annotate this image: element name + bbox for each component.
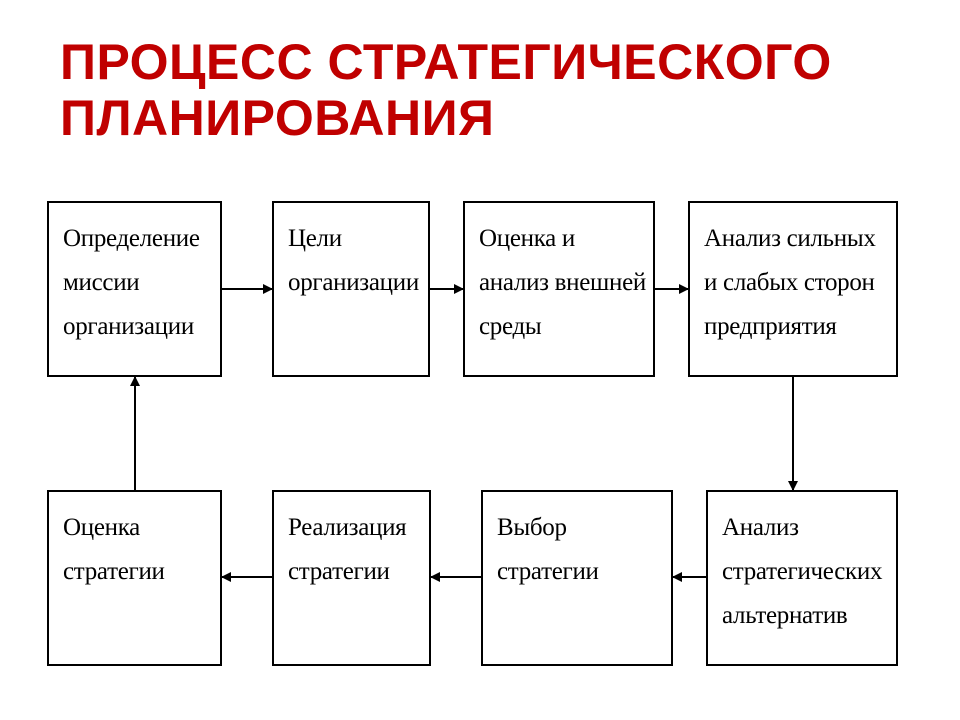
box-environment-analysis: Оценка и анализ внешней среды <box>463 201 655 377</box>
box-organization-goals: Цели организации <box>272 201 430 377</box>
box-swot-analysis: Анализ сильных и слабых сторон предприят… <box>688 201 898 377</box>
title-line-2: ПЛАНИРОВАНИЯ <box>60 90 495 146</box>
box-strategy-evaluation: Оценка стратегии <box>47 490 222 666</box>
title-line-1: ПРОЦЕСС СТРАТЕГИЧЕСКОГО <box>60 34 832 90</box>
box-strategy-implementation: Реализация стратегии <box>272 490 431 666</box>
box-strategy-choice: Выбор стратегии <box>481 490 673 666</box>
box-mission-definition: Определение миссии организации <box>47 201 222 377</box>
page-title: ПРОЦЕСС СТРАТЕГИЧЕСКОГО ПЛАНИРОВАНИЯ <box>60 34 940 146</box>
box-strategic-alternatives: Анализ стратегических альтернатив <box>706 490 898 666</box>
